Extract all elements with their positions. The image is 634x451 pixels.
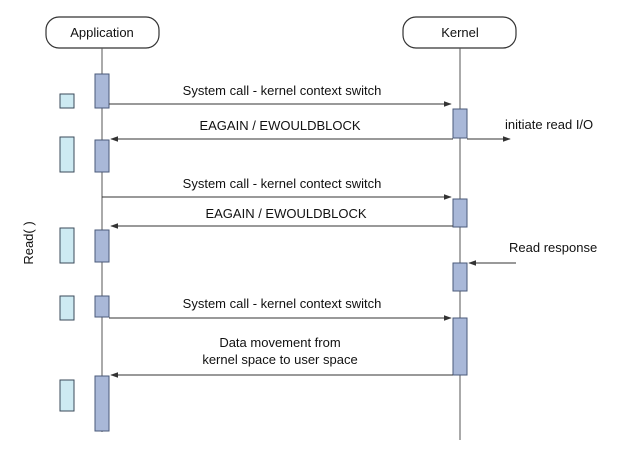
wait-box xyxy=(59,379,75,412)
application-activation-bar xyxy=(94,139,110,173)
message-label: kernel space to user space xyxy=(202,352,357,367)
read-call-label: Read( ) xyxy=(21,221,36,264)
message-label: initiate read I/O xyxy=(505,117,593,132)
message-label: System call - kernel context switch xyxy=(183,296,382,311)
message-label: System call - kernel context switch xyxy=(183,83,382,98)
wait-box xyxy=(59,136,75,173)
application-activation-bar xyxy=(94,295,110,318)
application-activation-bar xyxy=(94,229,110,263)
wait-box xyxy=(59,227,75,264)
application-activation-bar xyxy=(94,375,110,432)
wait-box xyxy=(59,93,75,109)
message-label: System call - kernel contect switch xyxy=(183,176,382,191)
kernel-activation-bar xyxy=(452,108,468,139)
kernel-activation-bar xyxy=(452,317,468,376)
message-label: Data movement from xyxy=(219,335,340,350)
application-activation-bar xyxy=(94,73,110,109)
wait-box xyxy=(59,295,75,321)
participant-kernel-label: Kernel xyxy=(441,25,479,40)
participant-application: Application xyxy=(45,16,160,49)
message-label: Read response xyxy=(509,240,597,255)
kernel-activation-bar xyxy=(452,262,468,292)
message-label: EAGAIN / EWOULDBLOCK xyxy=(205,206,366,221)
participant-kernel: Kernel xyxy=(402,16,517,49)
participant-application-label: Application xyxy=(70,25,134,40)
message-label: EAGAIN / EWOULDBLOCK xyxy=(199,118,360,133)
kernel-activation-bar xyxy=(452,198,468,228)
